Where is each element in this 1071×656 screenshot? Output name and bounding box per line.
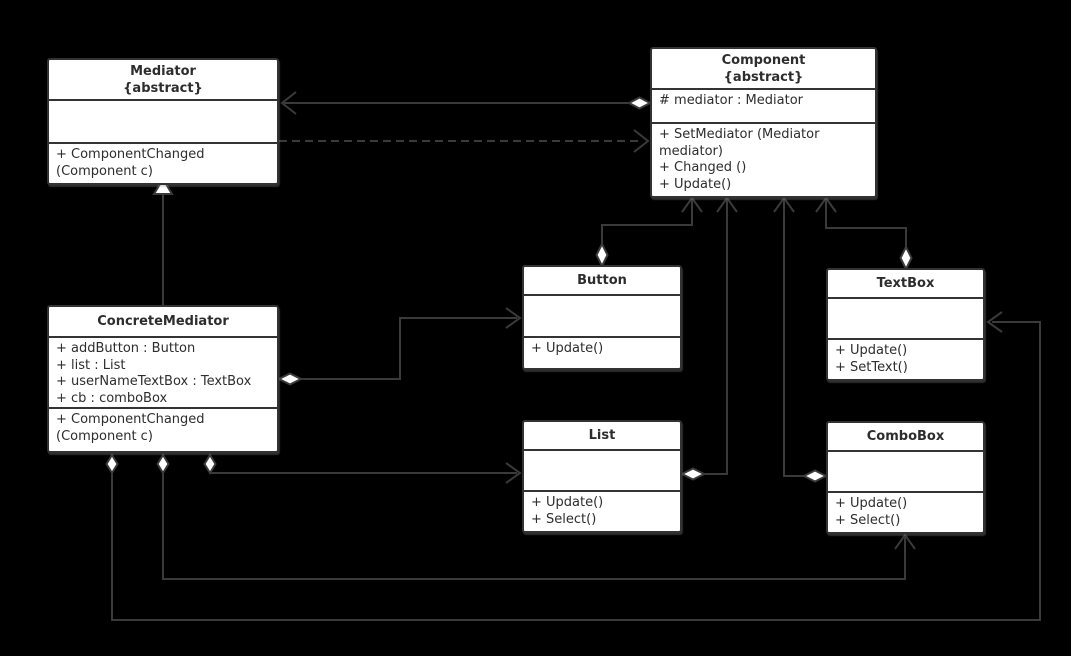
class-button-attributes (524, 294, 680, 336)
rel-mediator-depends-component (279, 129, 650, 153)
attribute: + cb : comboBox (56, 390, 168, 406)
aggregation-diamond-icon (899, 244, 913, 272)
class-list: List + Update() + Select() (522, 420, 682, 533)
attribute: + list : List (56, 357, 126, 373)
class-name: ConcreteMediator (97, 314, 229, 329)
method: + Select() (835, 512, 901, 528)
rel-combobox-component (773, 196, 829, 483)
class-combobox: ComboBox + Update() + Select() (826, 421, 985, 534)
method: + Update() (835, 343, 908, 358)
class-concrete-mediator-title: ConcreteMediator (49, 307, 277, 336)
class-concrete-mediator-attributes: + addButton : Button + list : List + use… (49, 336, 277, 407)
class-stereotype: {abstract} (123, 80, 203, 96)
aggregation-diamond-icon (679, 467, 707, 481)
attribute: + userNameTextBox : TextBox (56, 374, 252, 389)
open-arrow-icon (815, 196, 837, 213)
class-name: ComboBox (866, 429, 945, 444)
open-arrow-icon (505, 462, 522, 484)
open-arrow-icon (633, 129, 650, 153)
class-combobox-title: ComboBox (828, 423, 983, 450)
class-textbox-attributes (828, 297, 983, 338)
open-arrow-icon (280, 91, 297, 115)
class-name: TextBox (876, 276, 935, 291)
class-list-attributes (524, 449, 680, 490)
class-mediator-title: Mediator {abstract} (49, 60, 277, 99)
class-combobox-methods: + Update() + Select() (828, 491, 983, 532)
class-textbox-methods: + Update() + SetText() (828, 338, 983, 379)
aggregation-diamond-icon (105, 453, 119, 475)
class-component-methods: + SetMediator (Mediator mediator) + Chan… (652, 122, 875, 196)
method: + ComponentChanged (Component c) (56, 412, 205, 444)
aggregation-diamond-icon (203, 453, 217, 475)
method: + Update() (531, 341, 604, 356)
generalization-triangle-icon (152, 177, 174, 195)
aggregation-diamond-icon (595, 241, 609, 269)
rel-concretemediator-combobox (156, 453, 916, 580)
method: + SetMediator (Mediator mediator) (659, 127, 820, 159)
rel-button-component (595, 196, 703, 269)
rel-list-component (679, 196, 738, 481)
class-stereotype: {abstract} (723, 69, 804, 85)
open-arrow-icon (986, 311, 1003, 333)
class-textbox: TextBox + Update() + SetText() (826, 268, 985, 381)
class-button-title: Button (524, 267, 680, 294)
method: + Select() (531, 511, 597, 527)
class-component: Component {abstract} # mediator : Mediat… (650, 47, 877, 198)
class-textbox-title: TextBox (828, 270, 983, 297)
class-mediator-attributes (49, 99, 277, 142)
aggregation-diamond-icon (276, 372, 304, 386)
method: + ComponentChanged (Component c) (56, 147, 205, 179)
class-name: Button (577, 273, 627, 288)
rel-concretemediator-button (276, 307, 522, 386)
class-list-methods: + Update() + Select() (524, 490, 680, 531)
rel-concretemediator-textbox (105, 311, 1041, 621)
method: + Update() (835, 496, 908, 511)
class-list-title: List (524, 422, 680, 449)
class-concrete-mediator-methods: + ComponentChanged (Component c) (49, 407, 277, 451)
rel-component-aggregates-mediator (280, 91, 653, 115)
method: + Update() (659, 176, 732, 192)
open-arrow-icon (681, 196, 703, 213)
class-mediator: Mediator {abstract} + ComponentChanged (… (47, 58, 279, 185)
rel-concretemediator-list (203, 453, 522, 484)
open-arrow-icon (716, 196, 738, 213)
class-name: List (588, 428, 616, 443)
aggregation-diamond-icon (626, 96, 653, 110)
open-arrow-icon (773, 196, 795, 213)
class-name: Mediator (130, 63, 196, 79)
class-component-attributes: # mediator : Mediator (652, 88, 875, 122)
method: + Update() (531, 495, 604, 510)
open-arrow-icon (505, 307, 522, 329)
class-mediator-methods: + ComponentChanged (Component c) (49, 142, 277, 183)
class-component-title: Component {abstract} (652, 49, 875, 88)
class-button: Button + Update() (522, 265, 682, 370)
aggregation-diamond-icon (801, 469, 829, 483)
attribute: # mediator : Mediator (659, 93, 803, 108)
attribute: + addButton : Button (56, 341, 196, 356)
method: + SetText() (835, 359, 908, 375)
class-concrete-mediator: ConcreteMediator + addButton : Button + … (47, 305, 279, 453)
rel-concretemediator-extends-mediator (152, 177, 174, 305)
rel-textbox-component (815, 196, 913, 272)
class-combobox-attributes (828, 450, 983, 491)
class-button-methods: + Update() (524, 336, 680, 368)
open-arrow-icon (894, 533, 916, 550)
method: + Changed () (659, 160, 747, 175)
class-name: Component (721, 52, 806, 68)
aggregation-diamond-icon (156, 453, 170, 475)
